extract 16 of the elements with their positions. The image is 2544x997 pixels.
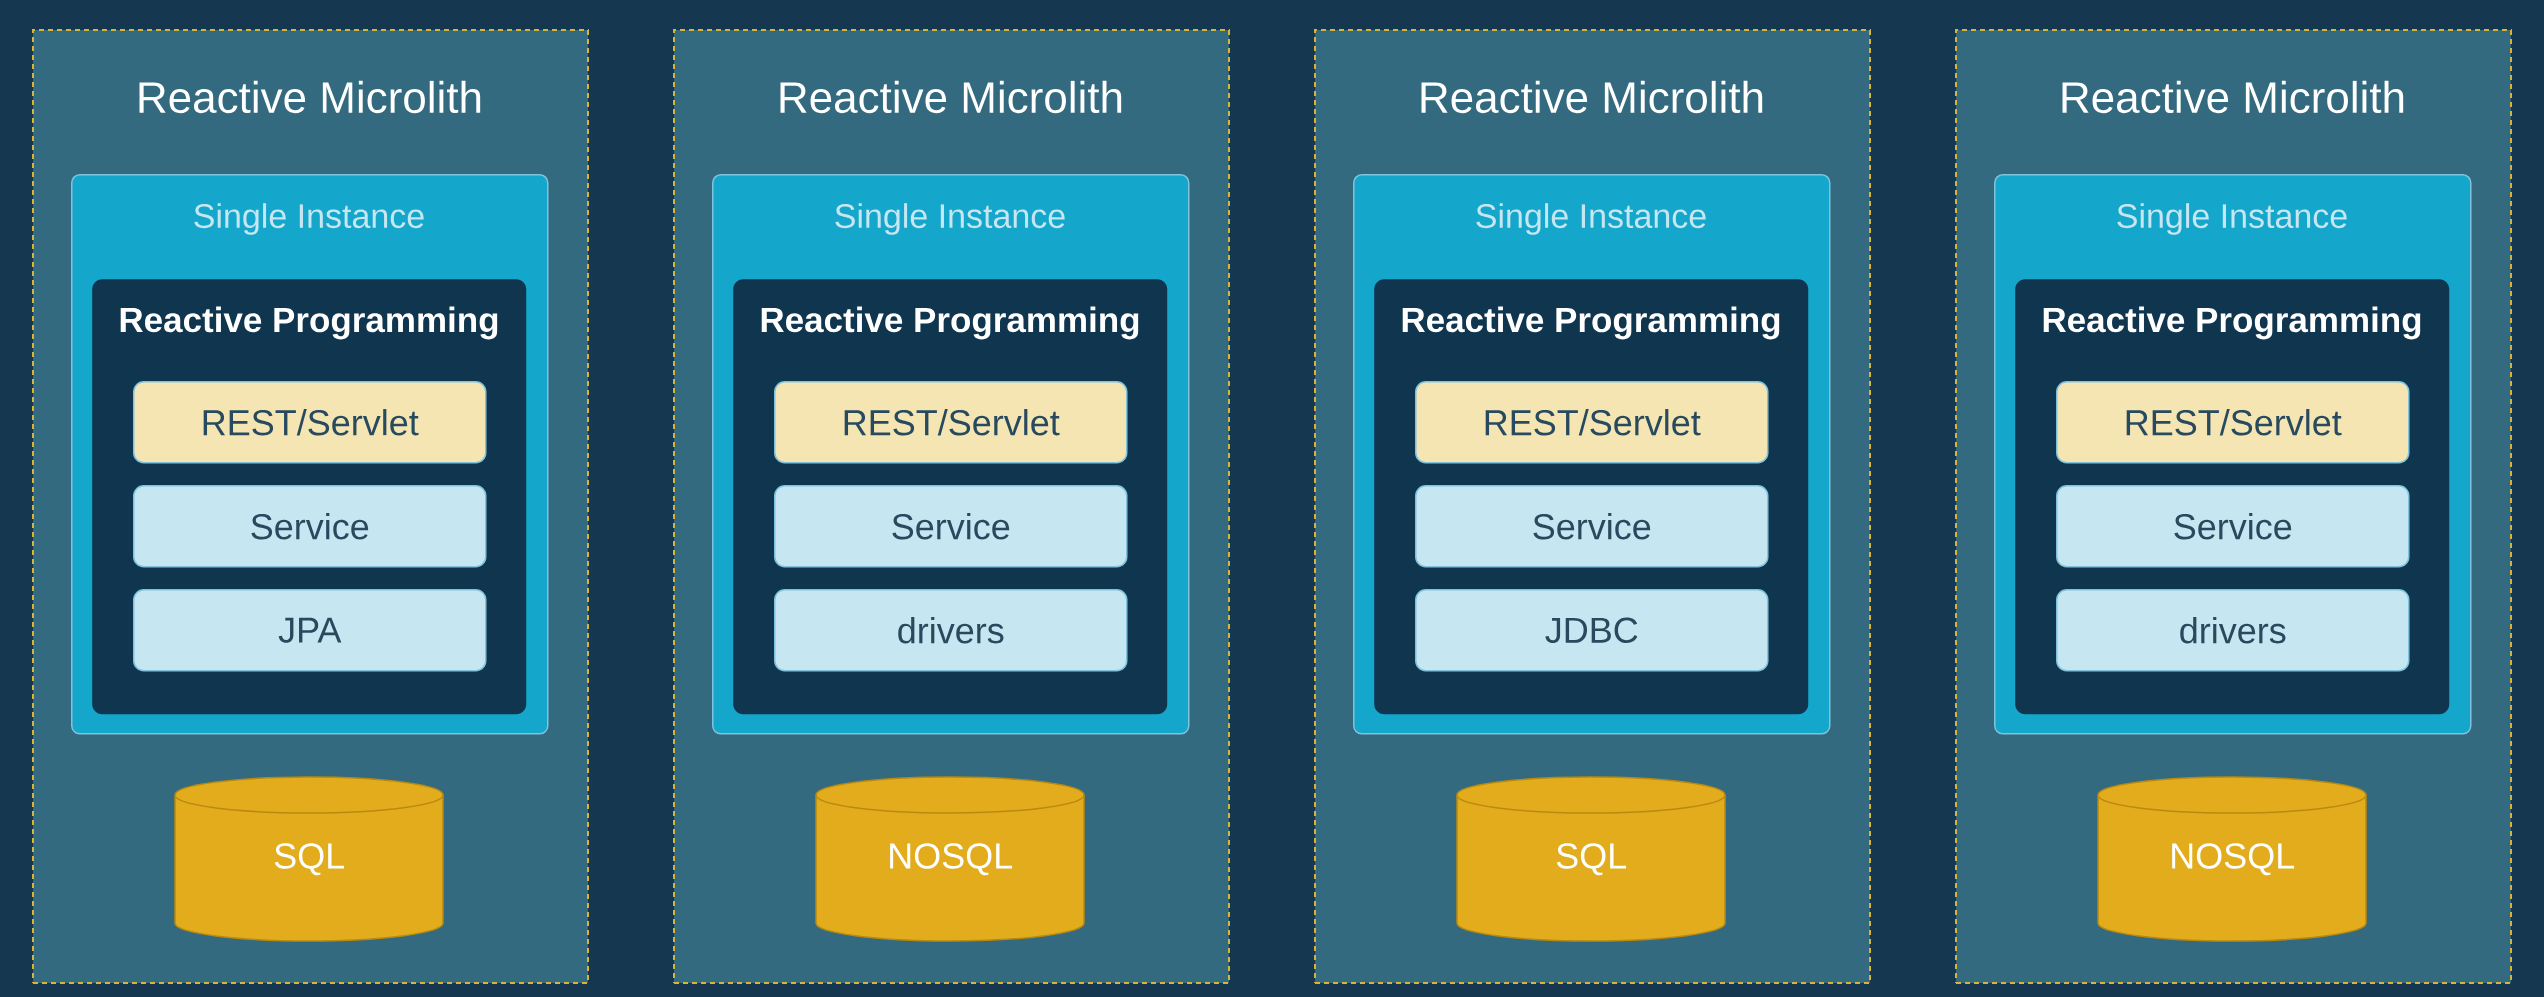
database-cylinder: NOSQL — [815, 776, 1085, 942]
layer-box: JDBC — [1415, 589, 1769, 672]
layer-box: drivers — [774, 589, 1128, 672]
layer-box: Service — [133, 485, 487, 568]
layer-box: REST/Servlet — [2056, 381, 2410, 464]
layer-box: Service — [1415, 485, 1769, 568]
database-cylinder: NOSQL — [2097, 776, 2367, 942]
layer-box: REST/Servlet — [133, 381, 487, 464]
database-cylinder: SQL — [1456, 776, 1726, 942]
layer-box: JPA — [133, 589, 487, 672]
layer-box: drivers — [2056, 589, 2410, 672]
layer-box: REST/Servlet — [774, 381, 1128, 464]
database-cylinder: SQL — [174, 776, 444, 942]
layer-box: REST/Servlet — [1415, 381, 1769, 464]
layer-box: Service — [2056, 485, 2410, 568]
layer-box: Service — [774, 485, 1128, 568]
